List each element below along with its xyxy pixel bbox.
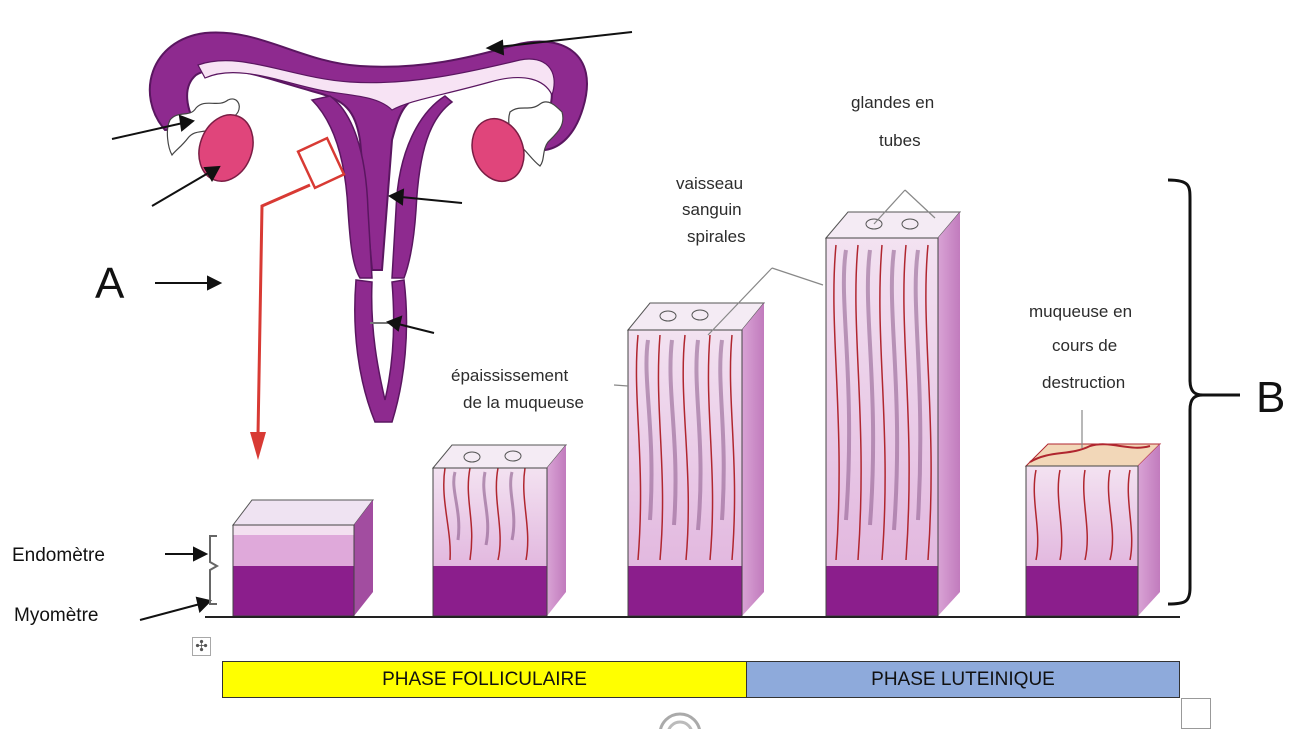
endometrium-block-4 xyxy=(826,212,960,616)
label-vaisseau-line3: spirales xyxy=(687,227,746,246)
label-glandes-line2: tubes xyxy=(879,131,921,150)
endometrium-block-1 xyxy=(233,500,373,616)
label-myometre: Myomètre xyxy=(14,605,98,626)
label-b: B xyxy=(1256,373,1285,422)
label-epaississement-line2: de la muqueuse xyxy=(463,393,584,412)
phase-luteinique: PHASE LUTEINIQUE xyxy=(747,662,1179,697)
b-bracket xyxy=(1168,180,1203,604)
phase-table: PHASE FOLLICULAIRE PHASE LUTEINIQUE xyxy=(222,661,1180,698)
label-muqueuse-line2: cours de xyxy=(1052,336,1117,355)
layer-bracket xyxy=(210,536,217,604)
phase-folliculaire-label: PHASE FOLLICULAIRE xyxy=(382,669,587,691)
label-endometre: Endomètre xyxy=(12,545,105,566)
phase-folliculaire: PHASE FOLLICULAIRE xyxy=(223,662,747,697)
label-glandes-line1: glandes en xyxy=(851,93,934,112)
label-a: A xyxy=(95,259,125,308)
label-muqueuse-line3: destruction xyxy=(1042,373,1125,392)
phase-luteinique-label: PHASE LUTEINIQUE xyxy=(871,669,1055,691)
endometrium-block-3 xyxy=(628,303,764,616)
move-icon[interactable]: ✣ xyxy=(192,637,211,656)
label-vaisseau-line2: sanguin xyxy=(682,200,742,219)
label-vaisseau-line1: vaisseau xyxy=(676,174,743,193)
label-epaississement-line1: épaississement xyxy=(451,366,568,385)
endometrium-block-5 xyxy=(1026,444,1160,616)
label-muqueuse-line1: muqueuse en xyxy=(1029,302,1132,321)
resize-handle[interactable] xyxy=(1181,698,1211,729)
endometrium-block-2 xyxy=(433,445,566,616)
